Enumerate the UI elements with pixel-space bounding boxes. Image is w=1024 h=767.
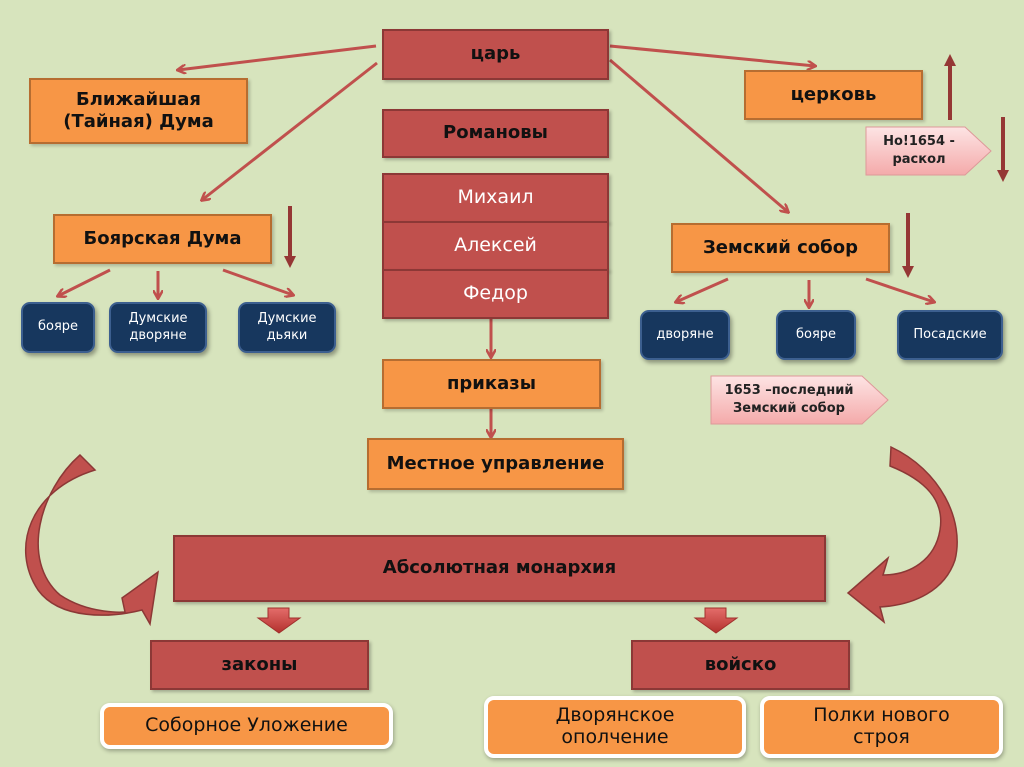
- rulers-list: Михаил Алексей Федор: [382, 173, 609, 319]
- sobor-note-callout: 1653 –последний Земский собор: [710, 375, 890, 425]
- church-note-callout: Но!1654 - раскол: [865, 126, 993, 176]
- member-boyare-right: бояре: [776, 310, 856, 360]
- block-arrow-to-laws-icon: [256, 607, 302, 634]
- arrow-tsar-to-near-duma: [178, 44, 377, 70]
- militia-line: Дворянское: [555, 704, 675, 727]
- new-regiments-box: Полки нового строя: [760, 696, 1003, 758]
- member-dumskie-dyaki: Думские дьяки: [238, 302, 336, 353]
- arrow-tsar-to-zemsky-sobor: [609, 58, 788, 212]
- arrow-sobor-to-posadskie: [865, 277, 934, 302]
- callout-shape: [865, 126, 992, 176]
- prikazy-box: приказы: [382, 359, 601, 409]
- ruler-name: Алексей: [454, 234, 537, 257]
- curved-arrow-left-icon: [24, 453, 160, 627]
- sobor-note-line: Земский собор: [733, 401, 845, 416]
- church-note-line: Но!1654 -: [883, 134, 955, 150]
- zemsky-sobor-label: Земский собор: [703, 236, 858, 258]
- romanovs-label: Романовы: [443, 122, 548, 144]
- near-duma-box: Ближайшая (Тайная) Дума: [29, 78, 248, 144]
- tsar-label: царь: [470, 43, 521, 65]
- boyar-duma-label: Боярская Дума: [83, 227, 242, 249]
- member-label: Думские: [257, 311, 317, 327]
- church-label: церковь: [790, 83, 877, 105]
- curved-arrow-right-icon: [846, 445, 958, 625]
- member-label: дворяне: [656, 326, 714, 342]
- callout-shape: [710, 375, 889, 425]
- church-box: церковь: [744, 70, 923, 120]
- arrow-boyar-duma-to-dumskie-dyaki: [222, 268, 293, 295]
- arrow-tsar-to-church: [609, 44, 815, 66]
- absolute-monarchy-label: Абсолютная монархия: [382, 557, 617, 579]
- code-label: Соборное Уложение: [145, 714, 348, 737]
- romanovs-box: Романовы: [382, 109, 609, 158]
- sobor-note-line: 1653 –последний: [724, 383, 854, 399]
- ruler-name: Михаил: [457, 186, 534, 209]
- prikazy-label: приказы: [446, 372, 537, 394]
- ruler-item: Федор: [382, 269, 609, 319]
- laws-label: законы: [221, 653, 298, 675]
- local-government-box: Местное управление: [367, 438, 624, 490]
- militia-box: Дворянское ополчение: [484, 696, 746, 758]
- church-note-line: раскол: [892, 152, 946, 167]
- arrow-tsar-to-boyar-duma: [202, 61, 378, 200]
- army-label: войско: [704, 653, 777, 675]
- army-box: войско: [631, 640, 850, 690]
- new-regiments-line: Полки нового: [813, 704, 950, 727]
- ruler-name: Федор: [463, 282, 528, 305]
- member-label: бояре: [795, 326, 837, 342]
- ruler-item: Михаил: [382, 173, 609, 223]
- local-government-label: Местное управление: [386, 452, 605, 474]
- member-label: бояре: [37, 319, 79, 335]
- member-label: Посадские: [913, 326, 987, 342]
- absolute-monarchy-box: Абсолютная монархия: [173, 535, 826, 602]
- tsar-box: царь: [382, 29, 609, 80]
- near-duma-line: Ближайшая: [75, 88, 201, 110]
- arrow-boyar-duma-to-boyare: [58, 268, 111, 296]
- member-dvoryane-right: дворяне: [640, 310, 730, 360]
- code-box: Соборное Уложение: [100, 703, 393, 749]
- member-label: дворяне: [129, 327, 187, 343]
- near-duma-line: (Тайная) Дума: [63, 111, 214, 132]
- ruler-item: Алексей: [382, 221, 609, 271]
- zemsky-sobor-box: Земский собор: [671, 223, 890, 273]
- new-regiments-line: строя: [853, 726, 910, 748]
- boyar-duma-box: Боярская Дума: [53, 214, 272, 264]
- arrow-sobor-to-dvoryane: [676, 277, 729, 302]
- member-label: дьяки: [266, 327, 308, 343]
- militia-line: ополчение: [561, 726, 669, 748]
- block-arrow-to-army-icon: [693, 607, 739, 634]
- member-boyare-left: бояре: [21, 302, 95, 353]
- member-dumskie-dvoryane: Думские дворяне: [109, 302, 207, 353]
- member-label: Думские: [128, 311, 188, 327]
- laws-box: законы: [150, 640, 369, 690]
- member-posadskie: Посадские: [897, 310, 1003, 360]
